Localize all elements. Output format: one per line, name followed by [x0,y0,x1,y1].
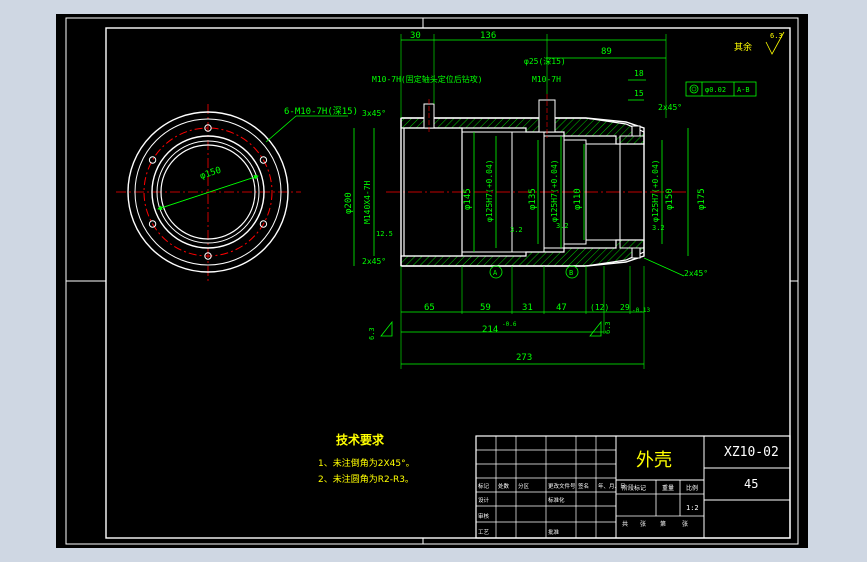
section-view: φ200 M140X4-7H φ145 φ125H7(+0.04) φ135 φ… [344,31,785,369]
dim-phi175: φ175 [697,188,707,210]
titleblock-cell: 签名 [578,482,589,490]
outer-frame [65,17,799,545]
titleblock-cell: 年、月、日 [598,482,626,490]
drawing-canvas: φ150 6-M10-7H(深15) [65,17,799,545]
dim-phi125-a: φ125H7(+0.04) [485,159,494,222]
chamfer-right-top: 2x45° [658,103,682,112]
bolt-hole [148,156,157,164]
seg-59: 59 [480,303,491,313]
roughness-icon [765,31,785,55]
roughness-rest-value: 6.3 [770,32,783,40]
sheet-total-suffix: 张 [640,520,646,528]
dim-phi125-c: φ125H7(+0.04) [651,159,660,222]
rough-6-3-right: 6.3 [604,321,612,334]
roughness-right-icon [589,320,602,337]
chamfer-right-bottom: 2x45° [684,269,708,278]
dim-phi200: φ200 [344,192,354,214]
tech-heading: 技术要求 [336,432,385,447]
rough-3-2-c: 3.2 [652,224,665,232]
seg-65: 65 [424,303,435,313]
titleblock-cell: 批准 [548,528,560,536]
titleblock-cell: 更改文件号 [548,482,576,490]
dim-phi150-right: φ150 [665,188,675,210]
end-view: φ150 6-M10-7H(深15) [116,104,358,282]
datum-b: B [569,269,573,277]
datum-a-circle [489,265,503,279]
mid-label-1: 重量 [662,484,674,492]
bolt-hole [148,220,157,228]
tol-datum: A-B [737,86,750,94]
drawing-number: XZ10-02 [724,445,779,460]
dim-phi150-left: φ150 [199,166,223,182]
bolt-hole [259,220,268,228]
dim-18: 18 [634,69,644,78]
titleblock-cell: 审核 [478,512,490,520]
rough-3-2-b: 3.2 [556,222,569,230]
bolt-hole [259,156,268,164]
tech-requirements: 技术要求 1、未注倒角为2X45°。 2、未注圆角为R2-R3。 [318,432,415,485]
seg-47: 47 [556,303,567,313]
dim-phi25: φ25(深15) [524,57,566,66]
material: 45 [744,477,758,491]
seg-29-tol: -0.13 [632,307,650,314]
titleblock-cell: 设计 [478,496,490,504]
rough-6-3-left: 6.3 [368,327,376,340]
dim-30: 30 [410,31,421,41]
tech-line-2: 2、未注圆角为R2-R3。 [318,473,414,485]
sheet-no-suffix: 张 [682,520,688,528]
dim-phi145: φ145 [463,188,473,210]
rough-12-5: 12.5 [376,230,393,238]
roughness-rest-label: 其余 [734,41,752,53]
chamfer-left-bottom: 2x45° [362,257,386,266]
mid-label-2: 比例 [686,484,698,492]
sheet-no-prefix: 第 [660,520,666,528]
seg-31: 31 [522,303,533,313]
tech-line-1: 1、未注倒角为2X45°。 [318,457,415,469]
dim-m140: M140X4-7H [363,180,372,224]
seg-214: 214 [482,325,498,335]
note-m10-mid: M10-7H [532,75,561,84]
datum-b-circle [565,265,579,279]
roughness-left-icon [380,320,393,337]
dim-89: 89 [601,47,612,57]
datum-a: A [493,269,498,277]
concentricity-icon [689,84,699,94]
title-block: 标记处数分区 更改文件号签名 年、月、日设计 标准化审核工艺 批准 外壳 XZ10-02… [475,435,791,539]
scale: 1:2 [686,504,699,512]
dim-273: 273 [516,353,532,363]
rough-3-2-a: 3.2 [510,226,523,234]
sheet-total-prefix: 共 [622,520,628,528]
titleblock-cell: 工艺 [478,529,490,536]
titleblock-cell: 分区 [518,482,530,490]
dim-phi135: φ135 [528,188,538,210]
chamfer-top: 3x45° [362,109,386,118]
inner-frame [105,27,791,539]
dim-phi125-b: φ125H7(+0.04) [550,159,559,222]
titleblock-cell: 标记 [478,482,490,490]
titleblock-cell: 标准化 [548,496,565,504]
titleblock-cell: 处数 [498,482,510,490]
seg-214-tol: -0.6 [502,321,517,328]
tolerance-frame [685,81,757,97]
mid-label-0: 阶段标记 [622,484,646,492]
dim-6-m10: 6-M10-7H(深15) [284,106,358,117]
seg-12: (12) [590,303,609,312]
dim-phi110: φ110 [573,188,583,210]
note-m10-top: M10-7H(固定轴头定位后钻攻) [372,74,483,84]
part-name: 外壳 [636,450,672,471]
bolt-hole [204,124,212,132]
cad-viewport[interactable]: φ150 6-M10-7H(深15) [56,14,808,548]
tol-value: φ0.02 [705,86,726,94]
dim-15: 15 [634,89,644,98]
seg-29: 29 [620,303,630,312]
dim-136: 136 [480,31,496,41]
bolt-hole [204,252,212,260]
